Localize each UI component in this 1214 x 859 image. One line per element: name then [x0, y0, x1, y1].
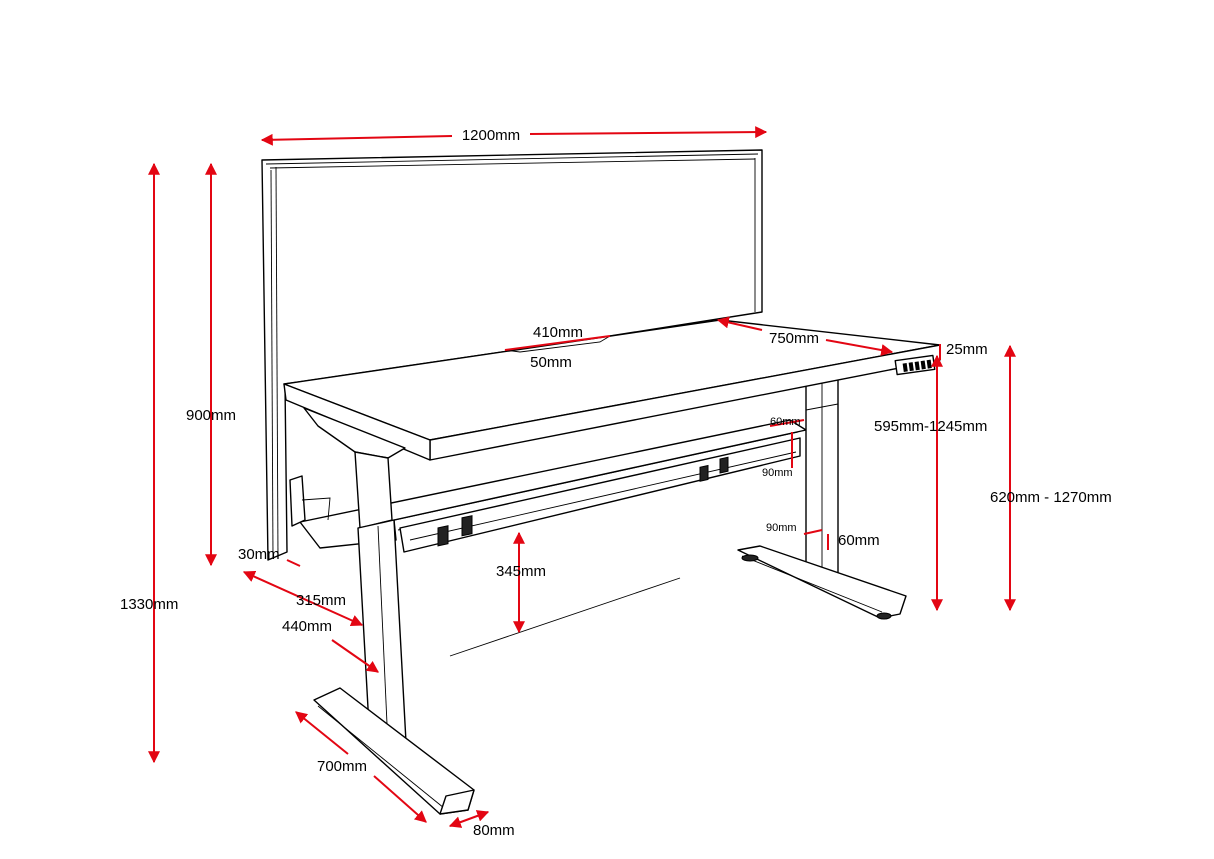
arrow-screen-gap — [286, 559, 301, 567]
arrow-foot-width — [448, 810, 490, 828]
label-cable-port-length: 410mm — [533, 324, 583, 341]
label-column-lower-b: 60mm — [838, 532, 880, 549]
label-screen-gap: 30mm — [238, 546, 280, 563]
label-cable-port-width: 50mm — [530, 354, 572, 371]
arrow-offset-440 — [331, 639, 379, 673]
label-offset-b: 440mm — [282, 618, 332, 635]
label-offset-a: 315mm — [296, 592, 346, 609]
label-desk-height-range: 595mm-1245mm — [874, 418, 987, 435]
arrow-desk-depth — [716, 316, 763, 331]
label-screen-height: 900mm — [186, 407, 236, 424]
cable-tray — [289, 419, 807, 553]
arrow-col-90-low — [803, 529, 823, 535]
svg-text:▮▮▮▮▮: ▮▮▮▮▮ — [901, 358, 933, 374]
label-foot-length: 700mm — [317, 758, 367, 775]
dimension-labels: 1200mm 410mm 50mm 750mm 25mm 900mm 1330m… — [120, 127, 1112, 839]
label-screen-width: 1200mm — [462, 127, 520, 144]
arrow-foot-length — [295, 711, 349, 755]
label-overall-height: 1330mm — [120, 596, 178, 613]
arrow-cable-port — [504, 335, 611, 351]
right-leg — [737, 371, 907, 620]
arrow-col-60-top — [769, 419, 805, 427]
label-desk-depth: 750mm — [769, 330, 819, 347]
arrow-desk-depth-b — [825, 339, 894, 356]
label-screen-height-range: 620mm - 1270mm — [990, 489, 1112, 506]
arrow-offset-315 — [242, 570, 364, 627]
label-column-upper-a: 60mm — [770, 416, 801, 428]
label-column-lower-a: 90mm — [766, 522, 797, 534]
label-foot-width: 80mm — [473, 822, 515, 839]
label-beam-clearance: 345mm — [496, 563, 546, 580]
label-column-upper-b: 90mm — [762, 467, 793, 479]
arrow-screen-width — [260, 133, 453, 146]
arrow-foot-length-b — [373, 775, 427, 823]
desk-drawing: ▮▮▮▮▮ — [261, 149, 941, 815]
label-top-thickness: 25mm — [946, 341, 988, 358]
arrow-screen-width-b — [529, 126, 768, 139]
dimension-arrows — [148, 126, 1016, 828]
left-leg — [313, 451, 475, 815]
